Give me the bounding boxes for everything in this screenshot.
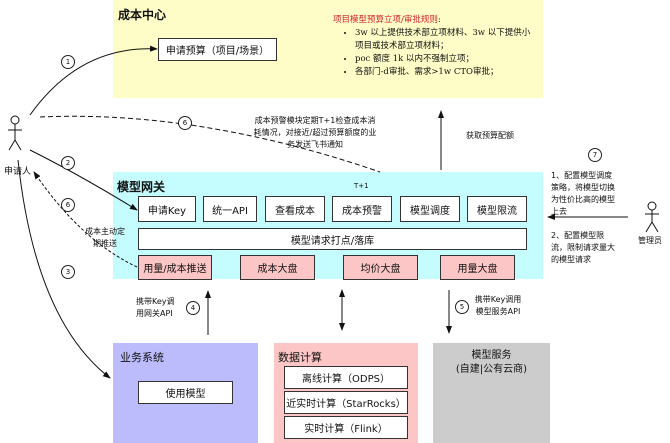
compute-realtime: 实时计算（Flink） [284, 416, 408, 439]
model-service-title: 模型服务 (自建|公有云商) [433, 349, 550, 377]
arrow-2 [29, 149, 138, 211]
admin-note-2: 2、配置模型限流，限制请求量大的模型请求 [551, 231, 615, 264]
arrow-6-push [33, 171, 138, 268]
feature-apply-key[interactable]: 申请Key [138, 196, 196, 222]
applicant-figure [8, 115, 22, 151]
feature-model-scheduling[interactable]: 模型调度 [400, 196, 460, 222]
request-tracking: 模型请求打点/落库 [138, 228, 527, 250]
dashboard-avg-price[interactable]: 均价大盘 [343, 255, 418, 280]
step-6-top: 6 [178, 116, 192, 130]
budget-rules: 项目模型预算立项/审批规则: 3w 以上提供技术部立项材料、3w 以下提供小项目… [333, 14, 533, 79]
push-note: 成本主动定期推送 [85, 227, 125, 248]
arrow-3 [17, 159, 111, 379]
dashboard-push[interactable]: 用量/成本推送 [138, 255, 212, 280]
warning-note: 成本预警模块定期T+1检查成本消耗情况，对接近/超过预算额度的业务发送飞书通知 [253, 116, 377, 149]
apply-budget-button[interactable]: 申请预算（项目/场景） [158, 38, 277, 61]
use-model-box: 使用模型 [138, 381, 233, 404]
step-3: 3 [61, 265, 75, 279]
call-model-note: 携带Key调用模型服务API [474, 295, 522, 316]
business-title: 业务系统 [120, 351, 164, 364]
feature-cost-warning[interactable]: 成本预警 [332, 196, 392, 222]
admin-label: 管理员 [638, 236, 662, 245]
rule-item: poc 额度 1k 以内不强制立项； [355, 53, 533, 66]
compute-near-realtime: 近实时计算（StarRocks） [284, 391, 408, 414]
admin-note-1: 1、配置模型调度策略，将模型切换为性价比高的模型上去 [551, 171, 615, 216]
applicant-label: 申请人 [4, 167, 32, 177]
cost-center-title: 成本中心 [118, 8, 167, 22]
arrow-1 [29, 45, 158, 116]
model-service-subtitle: (自建|公有云商) [455, 364, 528, 375]
t1-label: T+1 [354, 182, 369, 190]
gateway-title: 模型网关 [117, 180, 166, 194]
step-5: 5 [455, 300, 469, 314]
rule-item: 各部门-d审批、需求>1w CTO审批； [355, 66, 533, 79]
step-4: 4 [186, 301, 200, 315]
rule-item: 3w 以上提供技术部立项材料、3w 以下提供小项目或技术部立项材料； [355, 27, 533, 53]
step-2: 2 [61, 156, 75, 170]
compute-offline: 离线计算（ODPS） [284, 366, 408, 389]
compute-title: 数据计算 [278, 351, 322, 364]
step-7: 7 [588, 148, 602, 162]
arrow-6-top [39, 115, 381, 173]
feature-unified-api[interactable]: 统一API [203, 196, 257, 222]
model-service-panel [433, 343, 550, 443]
feature-view-cost[interactable]: 查看成本 [265, 196, 325, 222]
dashboard-usage[interactable]: 用量大盘 [440, 255, 515, 280]
feature-rate-limit[interactable]: 模型限流 [467, 196, 527, 222]
get-quota-label: 获取预算配额 [466, 131, 514, 140]
step-6-left: 6 [61, 198, 75, 212]
admin-figure [645, 201, 659, 233]
rules-title: 项目模型预算立项/审批规则 [333, 15, 438, 25]
dashboard-cost[interactable]: 成本大盘 [240, 255, 315, 280]
step-1: 1 [61, 55, 75, 69]
call-gateway-note: 携带Key调用网关API [136, 297, 175, 318]
